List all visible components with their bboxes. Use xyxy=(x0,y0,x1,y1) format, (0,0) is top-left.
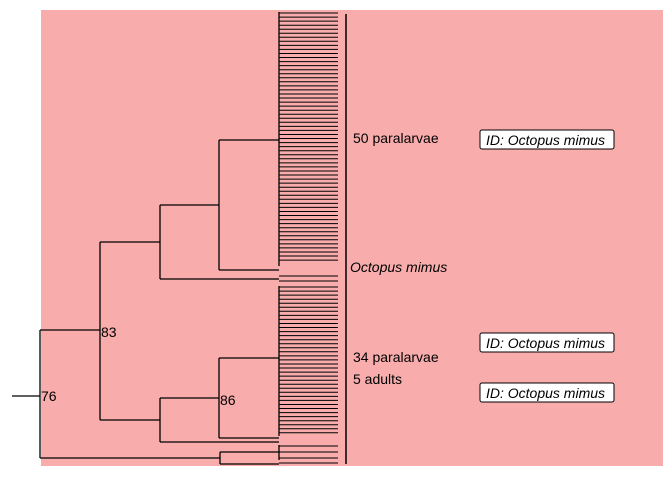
clade-label-5-adults: 5 adults xyxy=(353,371,402,387)
support-value-76: 76 xyxy=(41,388,57,404)
tip-lines-top-clade xyxy=(279,12,338,261)
id-badge-2-text: ID: Octopus mimus xyxy=(486,335,605,351)
id-badge-3-text: ID: Octopus mimus xyxy=(486,385,605,401)
support-value-86: 86 xyxy=(220,392,236,408)
clade-label-34-paralarvae: 34 paralarvae xyxy=(353,349,439,365)
clade-label-50-paralarvae: 50 paralarvae xyxy=(353,130,439,146)
id-badge-1: ID: Octopus mimus xyxy=(479,129,615,150)
support-value-83: 83 xyxy=(101,324,117,340)
id-badge-1-text: ID: Octopus mimus xyxy=(486,132,605,148)
id-badge-2: ID: Octopus mimus xyxy=(479,332,615,353)
tip-lines-bottom-clade xyxy=(279,275,338,464)
clade-label-reference-species: Octopus mimus xyxy=(350,259,447,275)
id-badge-3: ID: Octopus mimus xyxy=(479,382,615,403)
